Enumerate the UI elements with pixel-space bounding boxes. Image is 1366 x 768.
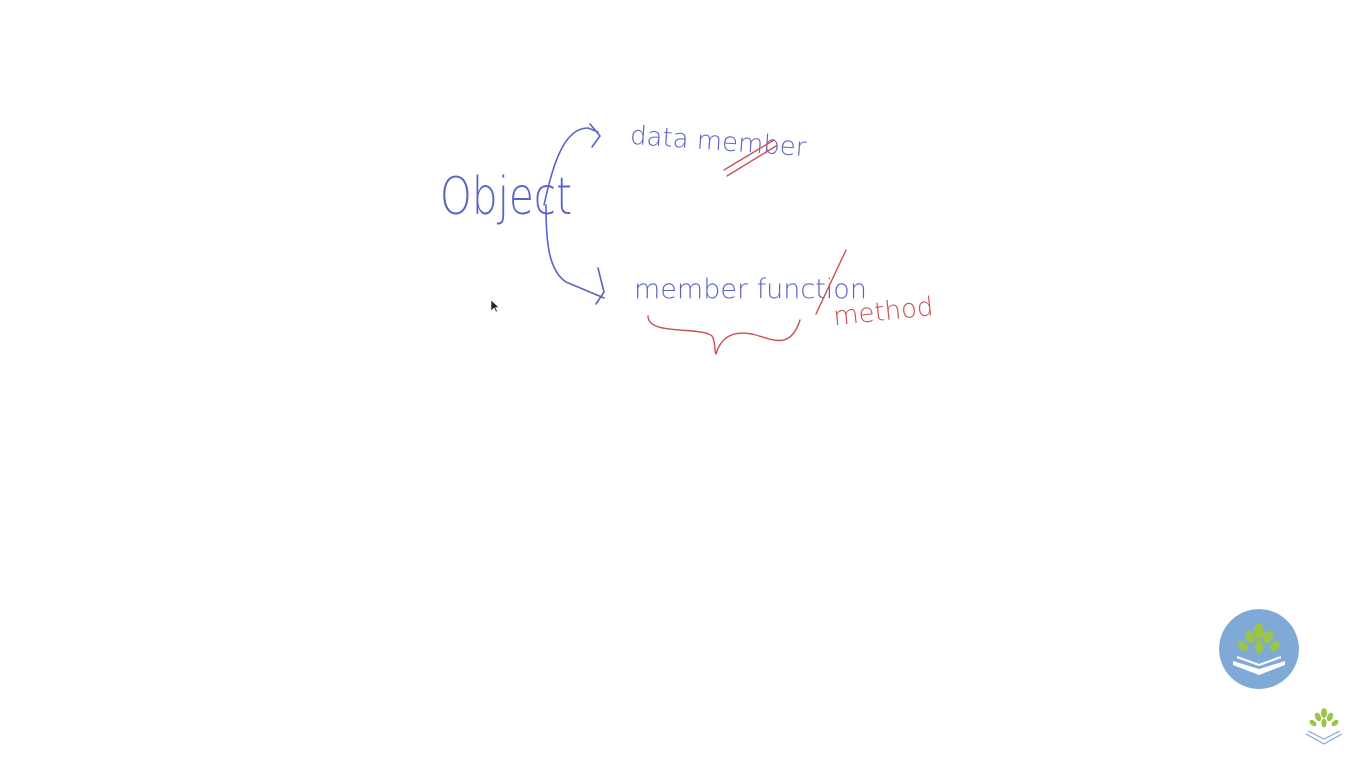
mouse-pointer-icon bbox=[491, 300, 499, 313]
data-member-double-stroke bbox=[723, 139, 777, 177]
arrow-to-member-function bbox=[545, 204, 605, 299]
arrow-to-data-member bbox=[543, 127, 599, 206]
plant-book-icon[interactable] bbox=[1219, 609, 1299, 689]
arrow-head-lower bbox=[595, 267, 605, 305]
word-object-text: Object bbox=[440, 166, 572, 226]
word-data-member: data member bbox=[629, 121, 808, 163]
arrow-head-upper bbox=[589, 123, 601, 148]
plant-book-icon bbox=[1305, 708, 1343, 745]
member-function-brace bbox=[647, 315, 801, 355]
word-object: Object bbox=[440, 166, 572, 226]
method-slash bbox=[815, 249, 847, 315]
